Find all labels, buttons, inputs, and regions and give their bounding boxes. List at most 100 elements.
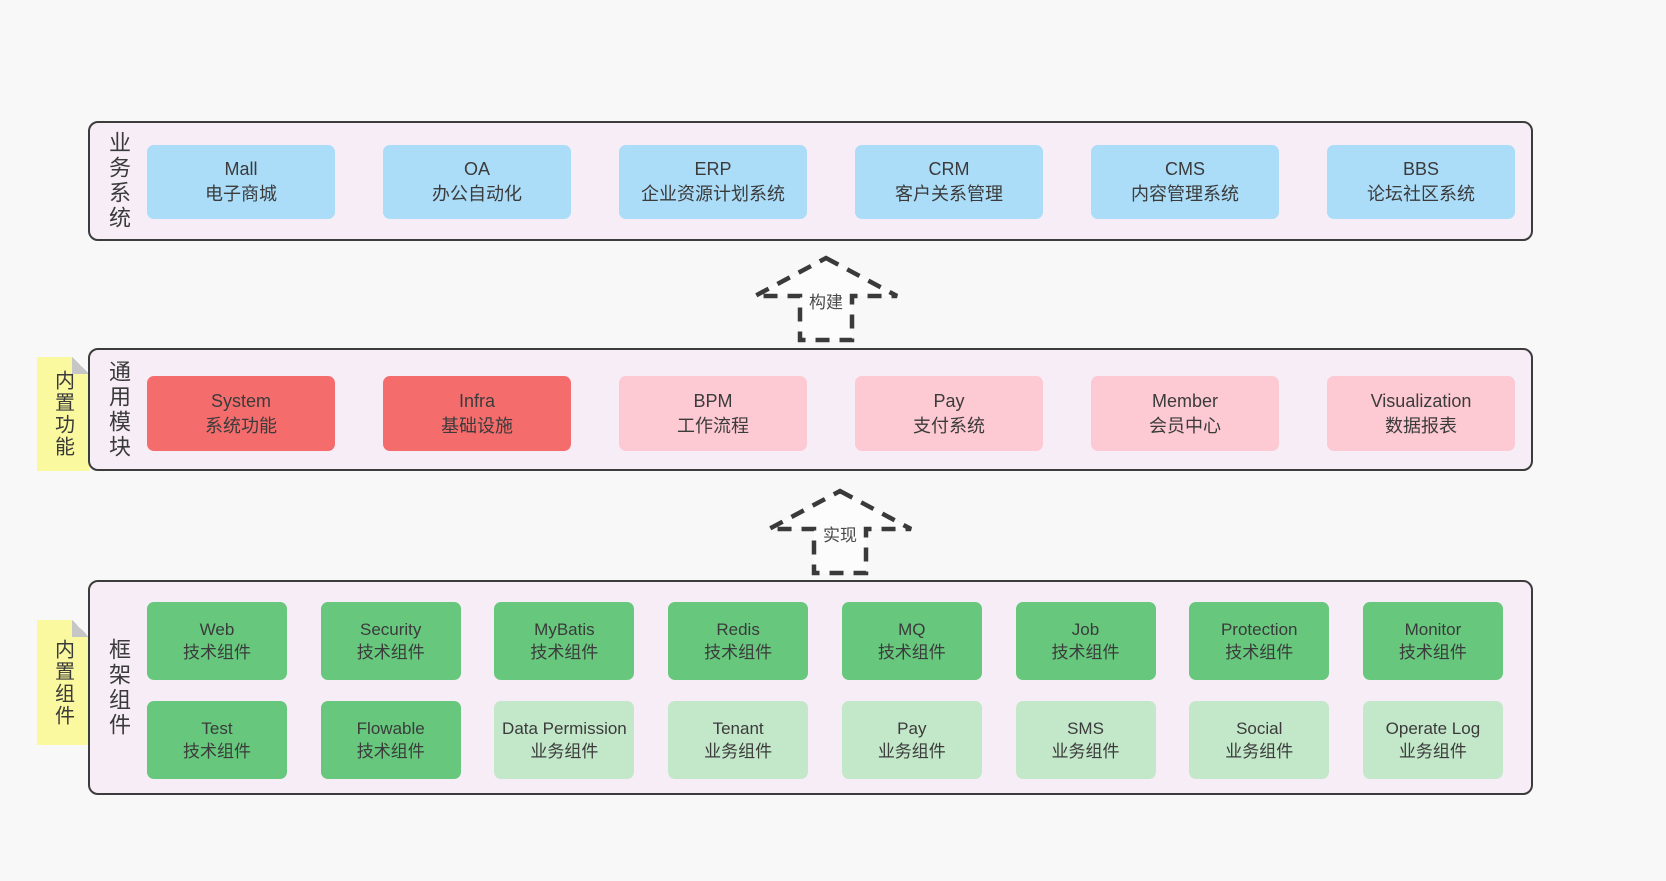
box-title: Data Permission	[502, 719, 627, 738]
sticky-note-built-in-functions: 内置功能	[37, 357, 89, 471]
box-title: SMS	[1067, 719, 1104, 738]
box-title: Pay	[897, 719, 927, 738]
box-subtitle: 客户关系管理	[895, 184, 1003, 204]
box-redis: Redis 技术组件	[668, 602, 809, 680]
implement-arrow: 实现	[765, 487, 915, 577]
box-bpm: BPM 工作流程	[619, 376, 807, 451]
box-subtitle: 技术组件	[1051, 643, 1120, 662]
box-job: Job 技术组件	[1015, 602, 1156, 680]
box-title: Flowable	[356, 719, 425, 738]
box-bbs: BBS 论坛社区系统	[1327, 145, 1515, 219]
box-subtitle: 会员中心	[1149, 415, 1221, 436]
box-subtitle: 业务组件	[1225, 742, 1294, 761]
box-subtitle: 支付系统	[913, 415, 985, 436]
box-infra: Infra 基础设施	[383, 376, 571, 451]
build-arrow: 构建	[751, 254, 901, 344]
box-operate-log: Operate Log 业务组件	[1362, 701, 1503, 779]
box-subtitle: 技术组件	[356, 643, 425, 662]
box-subtitle: 业务组件	[704, 742, 773, 761]
box-subtitle: 技术组件	[183, 742, 251, 761]
band-label-framework-components: 框架组件	[106, 637, 131, 738]
common-modules-row: System 系统功能 Infra 基础设施 BPM 工作流程 Pay 支付系统…	[147, 376, 1515, 451]
box-flowable: Flowable 技术组件	[320, 701, 461, 779]
sticky-note-text: 内置组件	[51, 638, 74, 727]
box-sms: SMS 业务组件	[1015, 701, 1156, 779]
box-title: Monitor	[1404, 620, 1462, 639]
box-subtitle: 技术组件	[877, 643, 946, 662]
band-label-business-systems: 业务系统	[106, 131, 131, 231]
framework-components-band: 框架组件 Web 技术组件 Security 技术组件 MyBatis 技术组件…	[88, 580, 1533, 795]
box-pay: Pay 支付系统	[855, 376, 1043, 451]
sticky-note-built-in-components: 内置组件	[37, 620, 89, 745]
box-title: System	[210, 390, 271, 411]
box-title: Member	[1151, 390, 1218, 411]
box-visualization: Visualization 数据报表	[1327, 376, 1515, 451]
box-title: BBS	[1402, 159, 1440, 179]
box-title: Mall	[224, 159, 258, 179]
business-systems-band: 业务系统 Mall 电子商城 OA 办公自动化 ERP 企业资源计划系统 CRM…	[88, 121, 1533, 241]
box-subtitle: 业务组件	[1398, 742, 1467, 761]
box-title: MyBatis	[534, 620, 595, 639]
folded-corner-icon	[72, 357, 89, 374]
box-subtitle: 内容管理系统	[1131, 184, 1239, 204]
box-mybatis: MyBatis 技术组件	[494, 602, 635, 680]
box-monitor: Monitor 技术组件	[1362, 602, 1503, 680]
arrow-label: 构建	[806, 288, 846, 313]
box-subtitle: 业务组件	[530, 742, 599, 761]
business-systems-row: Mall 电子商城 OA 办公自动化 ERP 企业资源计划系统 CRM 客户关系…	[147, 145, 1515, 219]
box-subtitle: 技术组件	[704, 643, 773, 662]
box-subtitle: 技术组件	[183, 643, 251, 662]
box-test: Test 技术组件	[147, 701, 287, 779]
box-title: Pay	[933, 390, 965, 411]
box-erp: ERP 企业资源计划系统	[619, 145, 807, 219]
box-crm: CRM 客户关系管理	[855, 145, 1043, 219]
box-subtitle: 工作流程	[677, 415, 749, 436]
box-subtitle: 系统功能	[205, 415, 277, 436]
box-title: BPM	[693, 390, 733, 411]
folded-corner-icon	[72, 620, 89, 637]
box-title: Redis	[716, 620, 760, 639]
box-data-permission: Data Permission 业务组件	[494, 701, 635, 779]
box-subtitle: 技术组件	[530, 643, 599, 662]
box-mall: Mall 电子商城	[147, 145, 335, 219]
arrow-label: 实现	[820, 521, 860, 546]
common-modules-band: 通用模块 System 系统功能 Infra 基础设施 BPM 工作流程 Pay…	[88, 348, 1533, 471]
box-protection: Protection 技术组件	[1189, 602, 1330, 680]
box-title: Infra	[458, 390, 496, 411]
box-title: Job	[1071, 620, 1100, 639]
box-subtitle: 企业资源计划系统	[641, 184, 785, 204]
framework-components-row-1: Web 技术组件 Security 技术组件 MyBatis 技术组件 Redi…	[147, 602, 1503, 680]
box-title: Tenant	[712, 719, 764, 738]
box-title: CRM	[928, 159, 970, 179]
box-mq: MQ 技术组件	[841, 602, 982, 680]
box-subtitle: 技术组件	[1398, 643, 1467, 662]
box-title: OA	[463, 159, 490, 179]
box-tenant: Tenant 业务组件	[668, 701, 809, 779]
box-title: Security	[359, 620, 422, 639]
box-title: Test	[201, 719, 233, 738]
box-member: Member 会员中心	[1091, 376, 1279, 451]
box-subtitle: 业务组件	[877, 742, 946, 761]
box-subtitle: 基础设施	[441, 415, 513, 436]
box-subtitle: 技术组件	[1225, 643, 1294, 662]
box-title: Web	[199, 620, 235, 639]
box-security: Security 技术组件	[320, 602, 461, 680]
box-subtitle: 电子商城	[205, 184, 277, 204]
box-title: ERP	[694, 159, 732, 179]
box-system: System 系统功能	[147, 376, 335, 451]
box-title: MQ	[898, 620, 926, 639]
box-cms: CMS 内容管理系统	[1091, 145, 1279, 219]
box-subtitle: 论坛社区系统	[1367, 184, 1475, 204]
box-title: Operate Log	[1385, 719, 1481, 738]
box-subtitle: 业务组件	[1051, 742, 1120, 761]
box-oa: OA 办公自动化	[383, 145, 571, 219]
box-social: Social 业务组件	[1189, 701, 1330, 779]
box-title: CMS	[1165, 159, 1205, 179]
box-title: Visualization	[1370, 390, 1472, 411]
box-subtitle: 办公自动化	[432, 184, 522, 204]
box-subtitle: 数据报表	[1385, 415, 1457, 436]
framework-components-row-2: Test 技术组件 Flowable 技术组件 Data Permission …	[147, 701, 1503, 779]
band-label-common-modules: 通用模块	[106, 359, 131, 460]
sticky-note-text: 内置功能	[51, 370, 74, 458]
